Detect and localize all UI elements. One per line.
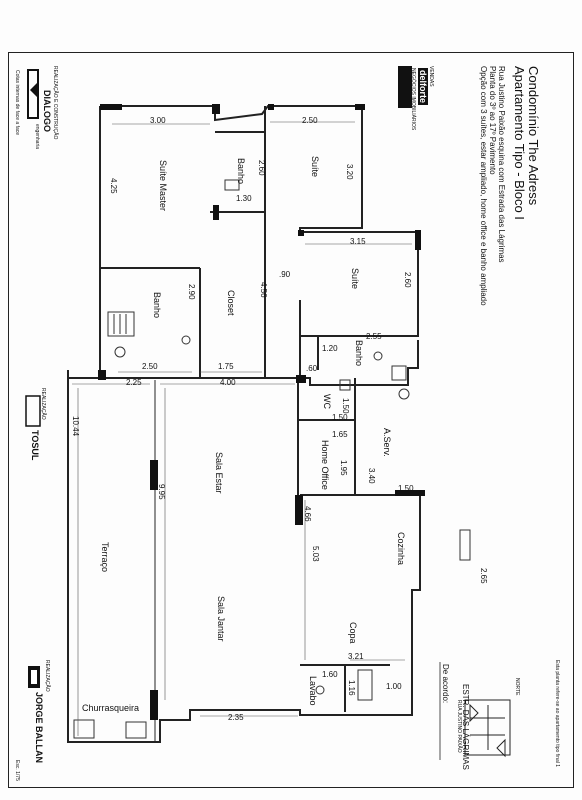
dim-290: 2.90 <box>187 284 196 300</box>
dim-300: 3.00 <box>150 116 166 125</box>
street-main-label: ESTR. DAS LÁGRIMAS <box>461 684 470 770</box>
construction-label: REALIZAÇÃO E CONSTRUÇÃO <box>52 66 58 140</box>
tosul-logo-mark <box>25 395 41 427</box>
realizacao-2-brand: JORGE BALLAN <box>34 692 44 764</box>
construction-brand: DIALOGO <box>42 90 52 132</box>
dim-340: 3.40 <box>367 468 376 484</box>
dim-995: 9.95 <box>157 484 166 500</box>
dim-090: .90 <box>279 270 291 279</box>
room-closet: Closet <box>226 290 236 316</box>
floors-line: Planta do 3º ao 17º Pavimento <box>488 66 497 175</box>
room-suite-top: Suíte <box>310 156 320 178</box>
scale-label: Esc. 1/75 <box>14 760 20 781</box>
realizacao-1-label: REALIZAÇÃO <box>40 388 46 420</box>
room-sala-jantar: Sala Jantar <box>216 596 226 642</box>
dim-315: 3.15 <box>350 237 366 246</box>
agreement-label: De acordo: <box>441 664 450 704</box>
room-cozinha: Cozinha <box>396 532 406 566</box>
dim-260-top: 2.60 <box>257 160 266 176</box>
title-line-1: Condomínio The Adress <box>526 66 541 206</box>
dim-116: 1.16 <box>347 680 356 696</box>
dim-260-mid: 2.60 <box>403 272 412 288</box>
dim-150-serv: 1.50 <box>398 484 414 493</box>
address-line: Rua Justino Paixão esquina com Estrada d… <box>497 66 506 263</box>
dim-503: 5.03 <box>311 546 320 562</box>
wall-terrace <box>67 370 421 743</box>
dim-255: 2.55 <box>366 332 382 341</box>
room-terraco: Terraço <box>100 542 110 573</box>
dim-456: 4.56 <box>259 282 268 298</box>
room-wc: WC <box>322 394 332 409</box>
page-frame <box>8 52 574 788</box>
room-copa: Copa <box>348 622 358 644</box>
room-banho-small: Banho <box>354 340 364 367</box>
room-a-serv: A.Serv. <box>382 428 392 457</box>
dim-235: 2.35 <box>228 713 244 722</box>
room-suite-master: Suíte Master <box>158 160 168 212</box>
dim-160: 1.60 <box>322 670 338 679</box>
dim-120: 1.20 <box>322 344 338 353</box>
title-line-2: Apartamento Tipo - Bloco I <box>512 66 527 220</box>
construction-tagline: engenharia <box>34 124 40 150</box>
room-home-office: Home Office <box>320 440 330 490</box>
wall-top-block <box>100 105 419 386</box>
dim-400: 4.00 <box>220 378 236 387</box>
dim-150-wc: 1.50 <box>341 398 350 414</box>
room-churrasqueira: Churrasqueira <box>82 703 140 713</box>
dim-265: 2.65 <box>479 568 488 584</box>
description-line: Opção com 3 suítes, estar ampliado, home… <box>479 66 488 306</box>
dim-250-top: 2.50 <box>302 116 318 125</box>
realizacao-1-brand: TOSUL <box>30 430 40 461</box>
room-banho-left: Banho <box>152 292 162 319</box>
room-banho-top: Banho <box>236 158 246 185</box>
dim-225: 2.25 <box>126 378 142 387</box>
dim-175: 1.75 <box>218 362 234 371</box>
dim-321: 3.21 <box>348 652 364 661</box>
dim-250-left: 2.50 <box>142 362 158 371</box>
dim-195: 1.95 <box>339 460 348 476</box>
dim-060: .60 <box>306 364 318 373</box>
dim-466: 4.66 <box>303 506 312 522</box>
room-sala-estar: Sala Estar <box>214 452 224 494</box>
reference-note: Esta planta refere-se ao apartamento tip… <box>554 660 560 768</box>
sales-tagline: NEGÓCIOS IMOBILIÁRIOS <box>410 68 416 131</box>
dim-130: 1.30 <box>236 194 252 203</box>
construction-note: Cotas internas de face a face <box>14 70 20 136</box>
dim-320: 3.20 <box>345 164 354 180</box>
dim-425: 4.25 <box>109 178 118 194</box>
room-suite-mid: Suíte <box>350 268 360 290</box>
room-lavabo: Lavabo <box>308 676 318 706</box>
street-side-label: RUA JUSTINO PAIXÃO <box>456 700 462 753</box>
dim-150-wc-bottom: 1.50 <box>332 413 348 422</box>
delforte-logo-mark <box>398 66 412 108</box>
realizacao-2-label: REALIZAÇÃO <box>44 660 50 692</box>
sales-label: VENDAS <box>428 66 434 87</box>
dim-1044: 10.44 <box>71 416 80 437</box>
north-label: NORTE <box>514 678 520 696</box>
dim-100: 1.00 <box>386 682 402 691</box>
sales-brand: delforte <box>418 68 428 106</box>
dim-165: 1.65 <box>332 430 348 439</box>
